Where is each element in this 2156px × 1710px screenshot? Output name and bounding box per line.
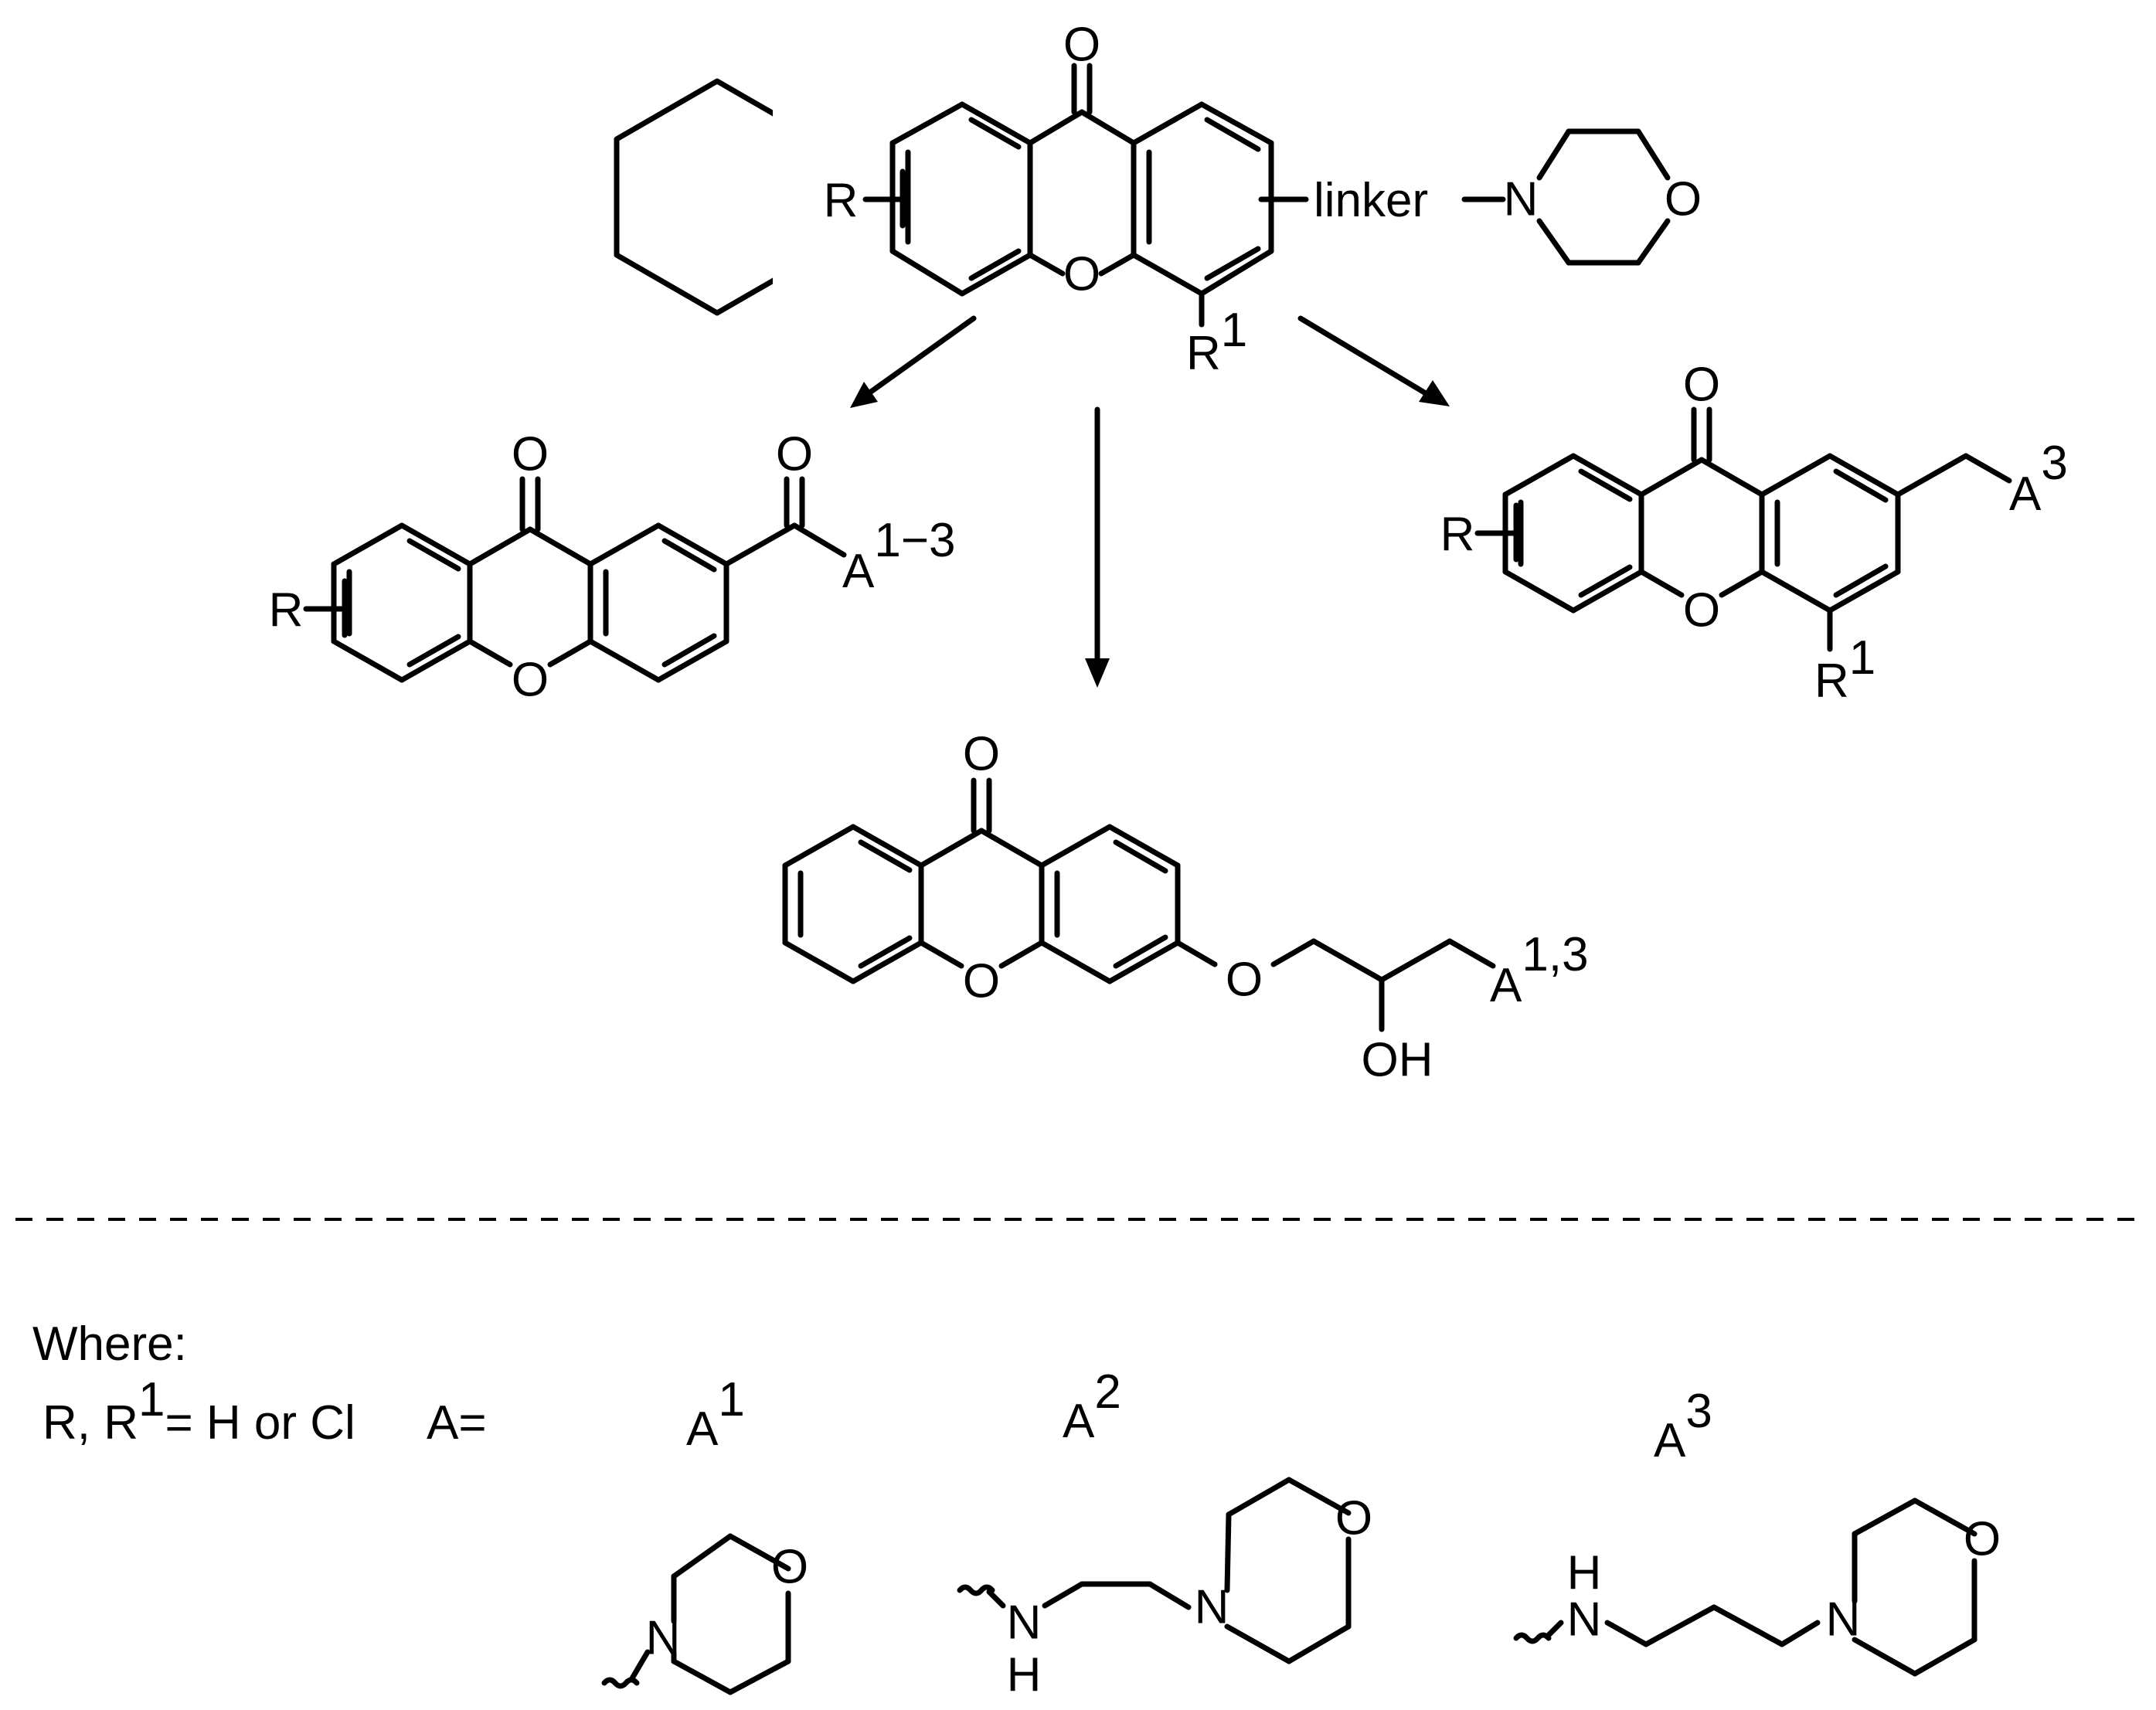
legend-r-prefix: R, R (43, 1396, 138, 1450)
right-ring-o: O (1683, 584, 1720, 637)
left-ring-o: O (512, 654, 549, 707)
center-product (782, 777, 1496, 1032)
right-r: R (1440, 508, 1475, 562)
top-n: N (1504, 173, 1539, 226)
top-r1-r: R (1186, 327, 1221, 380)
right-product (1474, 406, 2012, 652)
legend-a-equals: A= (427, 1396, 487, 1450)
right-a-letter: A (2009, 467, 2042, 521)
right-carbonyl-o: O (1683, 359, 1720, 412)
center-a: A1,3 (1490, 928, 1589, 1012)
legend-a3-sup: 3 (1685, 1385, 1712, 1438)
a3-nh-n: N (1567, 1593, 1602, 1647)
a3-n: N (1826, 1593, 1861, 1647)
center-oh: OH (1362, 1034, 1433, 1087)
left-a-letter: A (842, 545, 875, 598)
left-acyl-o: O (776, 428, 813, 481)
left-carbonyl-o: O (512, 428, 549, 481)
legend-a3-letter: A (1654, 1414, 1686, 1467)
top-r: R (824, 175, 859, 228)
a2-o: O (1335, 1492, 1372, 1545)
legend-a3-label: A3 (1654, 1385, 1712, 1467)
top-r1-sup: 1 (1221, 304, 1247, 357)
legend-r-suffix: = H or Cl (165, 1396, 355, 1450)
a2-structure (957, 1477, 1352, 1664)
legend-a2-label: A2 (1063, 1365, 1121, 1448)
right-r1-r: R (1814, 654, 1849, 708)
top-carbonyl-o: O (1063, 19, 1100, 72)
legend-a2-sup: 2 (1094, 1365, 1121, 1419)
legend-r-definition: R, R1= H or Cl (43, 1373, 355, 1450)
left-product (303, 476, 847, 683)
left-a: A1−3 (842, 514, 956, 598)
a3-o: O (1964, 1513, 2001, 1566)
a3-nh-h: H (1567, 1547, 1602, 1600)
top-r1: R1 (1186, 304, 1247, 380)
top-ring-o: O (1063, 248, 1100, 301)
center-ether-o: O (1226, 954, 1263, 1007)
a1-n: N (646, 1612, 681, 1665)
reaction-arrows (850, 315, 1450, 688)
legend-where: Where: (32, 1317, 187, 1371)
right-r1-sup: 1 (1849, 631, 1875, 685)
legend-r-sup: 1 (138, 1373, 165, 1426)
a1-o: O (771, 1541, 808, 1594)
center-ring-o: O (963, 955, 1000, 1008)
legend-a2-letter: A (1063, 1395, 1095, 1448)
right-a: A3 (2009, 437, 2068, 521)
a2-nh-n: N (1007, 1596, 1042, 1650)
right-a-sup: 3 (2041, 437, 2067, 490)
starting-xanthone (862, 63, 1671, 328)
a3-structure (1513, 1498, 1977, 1677)
top-morph-o: O (1665, 173, 1702, 226)
center-a-letter: A (1490, 959, 1522, 1012)
a1-structure (601, 1533, 791, 1695)
a2-n: N (1195, 1581, 1229, 1634)
legend-a1-letter: A (686, 1402, 719, 1456)
legend-a1-sup: 1 (718, 1373, 744, 1426)
left-r: R (269, 584, 304, 637)
left-a-sup: 1−3 (874, 514, 955, 567)
top-linker: linker (1314, 174, 1428, 227)
right-r1: R1 (1814, 631, 1875, 708)
center-a-sup: 1,3 (1522, 928, 1588, 981)
a2-nh-h: H (1007, 1649, 1042, 1702)
center-carbonyl-o: O (963, 728, 1000, 781)
legend-a1-label: A1 (686, 1373, 745, 1456)
